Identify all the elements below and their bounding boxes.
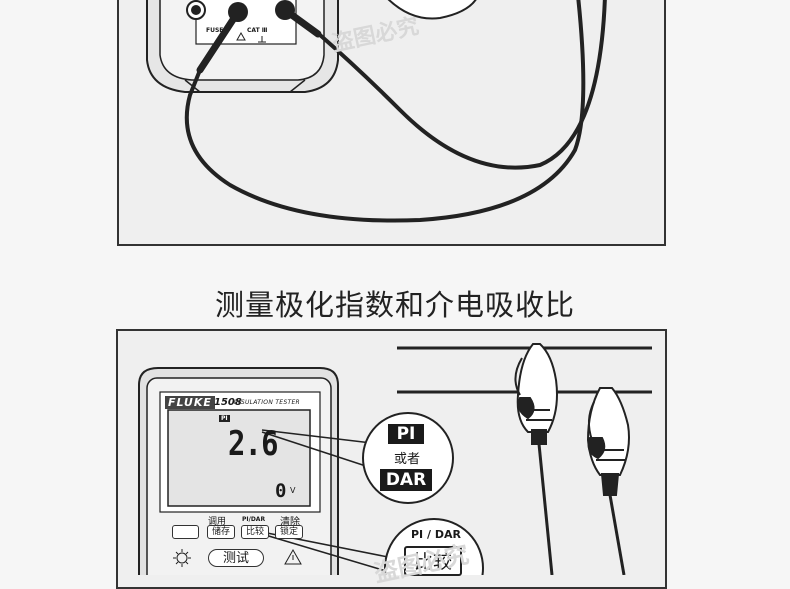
top-test-leads — [184, 0, 607, 223]
recall-key-label: 调用 — [208, 517, 227, 527]
blank-key[interactable] — [172, 525, 199, 539]
model-subtitle: INSULATION TESTER — [234, 399, 301, 406]
callout-pointer-lines — [261, 429, 389, 572]
callout-dar-badge: DAR — [380, 469, 432, 491]
callout-or-text: 或者 — [394, 452, 421, 467]
test-button[interactable]: 测试 — [208, 549, 264, 567]
meter-aux-icons — [173, 548, 302, 567]
lock-key[interactable]: 锁定 — [275, 525, 303, 539]
store-key[interactable]: 储存 — [207, 525, 235, 539]
model-number: 1508 — [214, 397, 242, 408]
voltage-unit: V — [290, 486, 296, 495]
main-reading: 2.6 — [228, 424, 279, 464]
voltage-reading: 0 — [275, 480, 287, 502]
cat-rating-label: CAT Ⅲ — [247, 27, 268, 34]
alligator-clip-left — [514, 343, 558, 575]
callout-compare-key: 比较 — [404, 546, 462, 576]
clear-key-label: 清除 — [280, 517, 300, 528]
top-gauge-circle — [387, 0, 477, 20]
section-title: 测量极化指数和介电吸收比 — [214, 288, 575, 322]
callout-pi-badge: PI — [388, 424, 424, 444]
fuse-port-label: FUSE — [206, 27, 224, 34]
pi-dar-key-label: PI/DAR — [242, 516, 266, 523]
brand-logo: FLUKE — [165, 396, 215, 409]
callout-key-label: PI / DAR — [411, 528, 461, 541]
display-mode-indicator: PI — [219, 415, 230, 422]
alligator-clip-right — [586, 387, 630, 575]
illustration-canvas — [138, 0, 652, 575]
compare-key[interactable]: 比较 — [241, 525, 269, 539]
